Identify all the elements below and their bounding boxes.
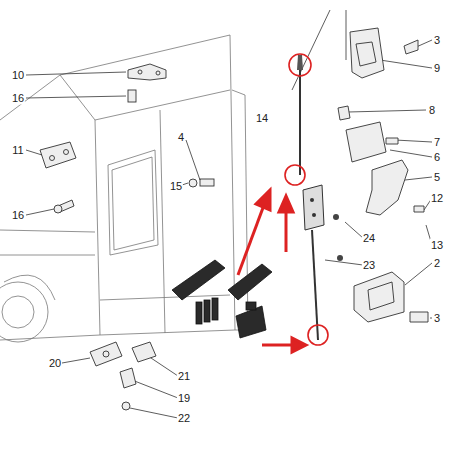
callout-number: 7 [433, 136, 441, 149]
highlight-circles [285, 54, 328, 345]
door-stop-parts [90, 342, 156, 410]
callout-number: 8 [428, 104, 436, 117]
callout-number: 20 [48, 357, 62, 370]
callout-number: 24 [362, 232, 376, 245]
callout-number: 3 [433, 34, 441, 47]
callout-number: 16 [11, 209, 25, 222]
handle-parts [172, 260, 272, 338]
lock-rod [297, 55, 343, 340]
callout-number: 12 [430, 192, 444, 205]
callout-number: 14 [255, 112, 269, 125]
callout-number: 15 [169, 180, 183, 193]
callout-number: 22 [177, 412, 191, 425]
callout-number: 5 [433, 171, 441, 184]
callout-number: 19 [177, 392, 191, 405]
callout-number: 23 [362, 259, 376, 272]
callout-number: 3 [433, 312, 441, 325]
callout-number: 10 [11, 69, 25, 82]
callout-number: 21 [177, 370, 191, 383]
hinge-parts [40, 64, 214, 213]
callout-number: 13 [430, 239, 444, 252]
callout-number: 2 [433, 257, 441, 270]
leader-lines [26, 10, 432, 418]
callout-number: 4 [177, 131, 185, 144]
lock-parts [338, 28, 428, 322]
callout-number: 16 [11, 92, 25, 105]
callout-number: 11 [11, 144, 24, 157]
callout-number: 6 [433, 151, 441, 164]
callout-number: 9 [433, 62, 441, 75]
van-outline [0, 35, 248, 342]
